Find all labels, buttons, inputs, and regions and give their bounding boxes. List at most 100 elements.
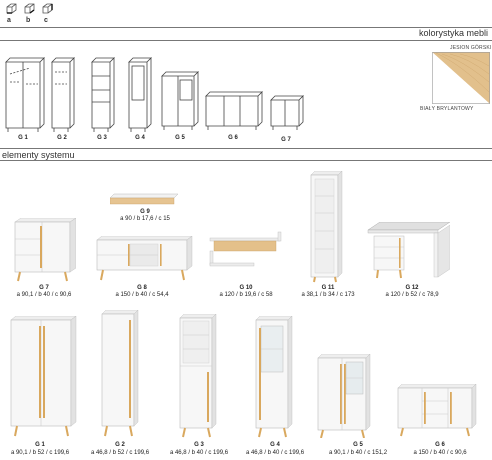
product-g8-c: 54,4 (156, 292, 169, 298)
product-g12-c: 78,9 (426, 292, 439, 298)
product-g4-a: 46,8 (250, 450, 263, 456)
colours-divider-top (0, 27, 492, 28)
product-g3-code: G 3 (194, 442, 204, 448)
product-g4-dims: a 46,8 / b 40 / c 199,6 (245, 450, 305, 456)
outline-code-g1: G 1 (18, 135, 28, 141)
product-g5-image (317, 354, 371, 438)
product-g1-dims: a 90,1 / b 52 / c 199,6 (10, 450, 70, 456)
product-g4-code: G 4 (270, 442, 280, 448)
product-g8-a: 150 (120, 292, 131, 298)
product-g10-c: 58 (265, 292, 273, 298)
product-g2-code: G 2 (115, 442, 125, 448)
product-g1-a: 90,1 (15, 450, 28, 456)
product-g5-dims: a 90,1 / b 40 / c 151,2 (328, 450, 388, 456)
product-g6-b: 40 (438, 450, 446, 456)
product-g9-code: G 9 (140, 209, 150, 215)
product-g4-c: 199,6 (289, 450, 305, 456)
outline-code-g5: G 5 (175, 135, 185, 141)
dimension-letter-c: c (44, 17, 48, 24)
product-g2-c: 199,6 (134, 450, 150, 456)
product-g5-c: 151,2 (372, 450, 388, 456)
product-g10-a: 120 (224, 292, 235, 298)
elements-divider-top (0, 148, 492, 149)
elements-divider-bottom (0, 160, 492, 161)
product-g8-code: G 8 (137, 285, 147, 291)
product-g6-image (397, 384, 477, 437)
product-g4-image (255, 316, 293, 438)
product-g1-c: 199,6 (54, 450, 70, 456)
dimension-cube-icons (6, 3, 53, 14)
product-g3-c: 199,6 (213, 450, 229, 456)
outline-code-g7: G 7 (281, 137, 291, 143)
product-g7-code: G 7 (39, 285, 49, 291)
product-g3-a: 46,8 (174, 450, 187, 456)
colours-title: kolorystyka mebli (418, 28, 488, 38)
product-g4-b: 40 (272, 450, 280, 456)
product-g11-a: 38,1 (306, 292, 319, 298)
product-g3-b: 40 (196, 450, 204, 456)
product-g11-c: 173 (344, 292, 355, 298)
outline-g6 (205, 91, 263, 130)
dimension-letter-a: a (7, 17, 11, 24)
product-g8-b: 40 (140, 292, 148, 298)
product-g1-b: 52 (37, 450, 45, 456)
product-g2-dims: a 46,8 / b 52 / c 199,6 (90, 450, 150, 456)
outline-code-g2: G 2 (57, 135, 67, 141)
product-g12-image (367, 222, 450, 279)
product-g3-image (179, 314, 217, 438)
outline-code-g6: G 6 (228, 135, 238, 141)
product-g6-dims: a 150 / b 40 / c 90,6 (413, 450, 467, 456)
product-g2-b: 52 (117, 450, 125, 456)
elements-title: elementy systemu (2, 150, 75, 160)
product-g10-dims: a 120 / b 19,6 / c 58 (219, 292, 273, 298)
product-g9-b: 17,6 (141, 216, 154, 222)
product-g11-b: 34 (328, 292, 335, 298)
product-g7-image (14, 218, 76, 282)
product-g12-code: G 12 (405, 285, 419, 291)
outline-code-g4: G 4 (135, 135, 145, 141)
product-g11-dims: a 38,1 / b 34 / c 173 (301, 292, 355, 298)
product-g6-c: 90,6 (454, 450, 467, 456)
product-g11-image (310, 171, 343, 283)
product-g5-a: 90,1 (333, 450, 346, 456)
product-g5-b: 40 (355, 450, 363, 456)
product-g8-dims: a 150 / b 40 / c 54,4 (115, 292, 169, 298)
colour-top-label: JESION GÓRSKI (450, 45, 492, 51)
outline-g7 (270, 95, 304, 130)
colour-bottom-label: BIAŁY BRYLANTOWY (420, 106, 474, 112)
product-g3-dims: a 46,8 / b 40 / c 199,6 (169, 450, 229, 456)
swatch-white-half (432, 52, 490, 104)
product-g6-a: 150 (418, 450, 429, 456)
product-g12-dims: a 120 / b 52 / c 78,9 (385, 292, 439, 298)
product-g1-code: G 1 (35, 442, 45, 448)
colours-divider-bottom (0, 40, 492, 41)
colour-swatch (432, 52, 490, 104)
outline-g2 (51, 57, 75, 132)
product-g9-a: 90 (125, 216, 132, 222)
product-g10-image (209, 231, 282, 267)
product-g1-image (10, 316, 77, 437)
outline-g5 (161, 71, 199, 130)
product-g9-c: 15 (163, 216, 170, 222)
product-g7-dims: a 90,1 / b 40 / c 90,6 (16, 292, 72, 298)
product-g2-a: 46,8 (95, 450, 108, 456)
product-g12-b: 52 (410, 292, 418, 298)
product-g5-code: G 5 (353, 442, 363, 448)
outline-code-g3: G 3 (97, 135, 107, 141)
outline-drawings (5, 57, 304, 132)
product-g7-b: 40 (43, 292, 51, 298)
outline-g4 (128, 57, 152, 132)
dimension-key: a b c (4, 2, 64, 24)
dimension-letter-b: b (26, 17, 31, 24)
outline-g1 (5, 57, 45, 132)
product-g9-image (110, 193, 179, 205)
product-g10-b: 19,6 (244, 292, 257, 298)
product-g6-code: G 6 (435, 442, 445, 448)
product-g11-code: G 11 (321, 285, 335, 291)
product-g2-image (101, 310, 139, 437)
product-g9-dims: a 90 / b 17,6 / c 15 (120, 216, 170, 222)
product-g7-a: 90,1 (21, 292, 34, 298)
product-g7-c: 90,6 (59, 292, 72, 298)
outline-g3 (91, 57, 115, 132)
product-g10-code: G 10 (239, 285, 253, 291)
